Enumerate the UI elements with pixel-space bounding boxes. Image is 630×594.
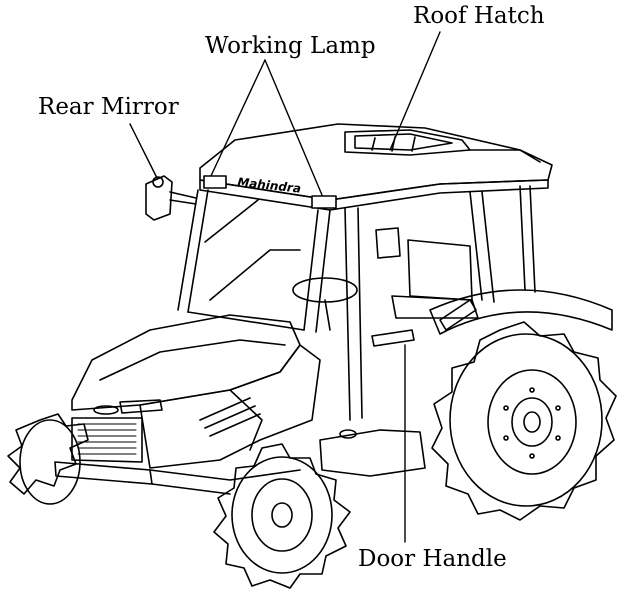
- tire-tread: [213, 443, 351, 589]
- roof-hatch-inner: [354, 133, 453, 151]
- brand-logo-text: Mahindra: [237, 175, 302, 196]
- tire-body: [19, 419, 81, 505]
- grille-slats: [77, 423, 137, 455]
- rear-mirror: [145, 175, 197, 221]
- tire-tread: [7, 413, 89, 495]
- seat-back: [407, 239, 473, 301]
- fender-light: [439, 299, 477, 331]
- leader-working-lamp-left: [209, 59, 266, 179]
- front-grille: [71, 417, 143, 463]
- front-bumper: [54, 461, 153, 485]
- windshield-line: [204, 199, 259, 243]
- leader-working-lamp-right: [264, 59, 323, 196]
- working-lamp-right: [311, 195, 337, 209]
- inner-mirror: [375, 227, 401, 259]
- roof-rear-lip: [469, 149, 541, 163]
- lug-nut: [503, 405, 509, 411]
- hood-crease: [99, 339, 286, 381]
- chassis-rail: [149, 469, 301, 495]
- roof-hatch-rib: [371, 137, 376, 151]
- side-window-bottom: [187, 311, 305, 331]
- door-handle-grip: [371, 329, 415, 347]
- working-lamp-left: [203, 175, 227, 189]
- hood-vent: [199, 397, 261, 437]
- mirror-mount-arm: [169, 191, 197, 205]
- front-left-wheel: [7, 413, 89, 505]
- wheel-hub: [271, 502, 293, 528]
- lug-nut: [555, 405, 561, 411]
- lug-nut: [529, 387, 535, 393]
- windshield-wiper: [209, 249, 301, 301]
- door-handle: [371, 329, 415, 347]
- rear-pillar: [469, 191, 495, 303]
- cab-roof: [199, 123, 553, 211]
- leader-roof-hatch: [389, 31, 441, 151]
- hood: [54, 314, 321, 495]
- callout-working-lamp: Working Lamp: [205, 33, 376, 59]
- wheel-rim: [487, 369, 577, 475]
- door-frame: [344, 207, 363, 421]
- mirror-pivot: [152, 176, 164, 188]
- rear-pillar-far: [519, 185, 536, 293]
- leader-rear-mirror: [129, 123, 158, 179]
- cab-interior: [292, 227, 479, 331]
- roof-front-edge: [199, 179, 549, 211]
- wheel-rim: [251, 478, 313, 552]
- fuel-cap: [339, 429, 357, 439]
- wheel-hub: [511, 397, 553, 447]
- front-badge: [93, 405, 119, 415]
- cab-frame: [177, 185, 536, 421]
- callout-roof-hatch: Roof Hatch: [413, 3, 545, 29]
- working-lamps: [203, 175, 337, 209]
- roof-hatch-rib: [411, 136, 416, 152]
- steering-column: [324, 299, 331, 331]
- roof-hatch-rib: [391, 136, 396, 152]
- tire-tread: [431, 321, 617, 521]
- headlight: [119, 399, 163, 414]
- mirror-glass: [145, 175, 173, 221]
- lug-nut: [555, 435, 561, 441]
- wheel-center: [523, 411, 541, 433]
- tire-sidewall: [231, 456, 333, 574]
- rear-fender: [429, 289, 613, 335]
- front-left-pillar: [177, 189, 209, 313]
- front-right-pillar: [303, 209, 331, 333]
- hood-crease: [229, 389, 263, 451]
- hood-side: [139, 344, 321, 469]
- hood-top: [71, 314, 301, 411]
- cab-base: [319, 289, 613, 477]
- rear-wheel: [431, 321, 617, 521]
- front-right-wheel: [213, 443, 351, 589]
- step-box: [319, 429, 426, 477]
- lug-nut: [529, 453, 535, 459]
- lug-nut: [503, 435, 509, 441]
- callout-rear-mirror: Rear Mirror: [38, 94, 179, 120]
- tire-sidewall: [449, 333, 603, 507]
- callout-door-handle: Door Handle: [358, 546, 507, 572]
